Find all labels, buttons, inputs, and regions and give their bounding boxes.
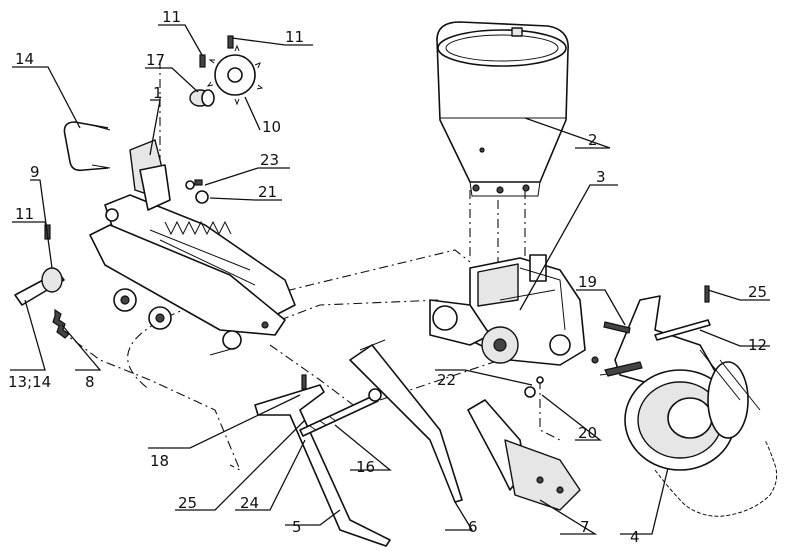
callout-5: 5 [292,518,302,536]
callout-24: 24 [240,494,259,512]
callout-labels: 11 11 17 14 10 1 2 3 23 21 9 11 13;14 8 … [8,8,767,546]
callout-25: 25 [748,283,767,301]
bushing [189,89,215,107]
drive-shaft [14,267,70,339]
callout-22: 22 [437,371,456,389]
callout-12: 12 [748,336,767,354]
furrow-opener [467,399,581,511]
callout-20: 20 [578,424,597,442]
callout-10: 10 [262,118,281,136]
small-hardware [185,180,711,398]
callout-13-14: 13;14 [8,373,51,391]
callout-19: 19 [578,273,597,291]
callout-6: 6 [468,518,478,536]
callout-9: 9 [30,163,40,181]
callout-18: 18 [150,452,169,470]
seed-meter-housing [429,254,599,366]
callout-7: 7 [580,518,590,536]
press-wheel-assembly [604,295,778,517]
parallel-linkage-frame [89,139,296,356]
callout-25: 25 [178,494,197,512]
callout-11: 11 [162,8,181,26]
callout-11: 11 [15,205,34,223]
callout-3: 3 [596,168,606,186]
callout-2: 2 [588,131,598,149]
leader-lines [10,24,770,535]
callout-16: 16 [356,458,375,476]
callout-8: 8 [85,373,95,391]
callout-23: 23 [260,151,279,169]
callout-17: 17 [146,51,165,69]
callout-14: 14 [15,50,34,68]
callout-4: 4 [630,528,640,546]
drag-bar [254,374,391,547]
adjust-rod [299,388,382,437]
u-bolt [63,121,111,172]
seed-hopper [436,21,569,197]
lever-arm [349,339,463,503]
callout-11: 11 [285,28,304,46]
callout-1: 1 [153,84,163,102]
drive-sprocket [206,44,264,106]
callout-21: 21 [258,183,277,201]
